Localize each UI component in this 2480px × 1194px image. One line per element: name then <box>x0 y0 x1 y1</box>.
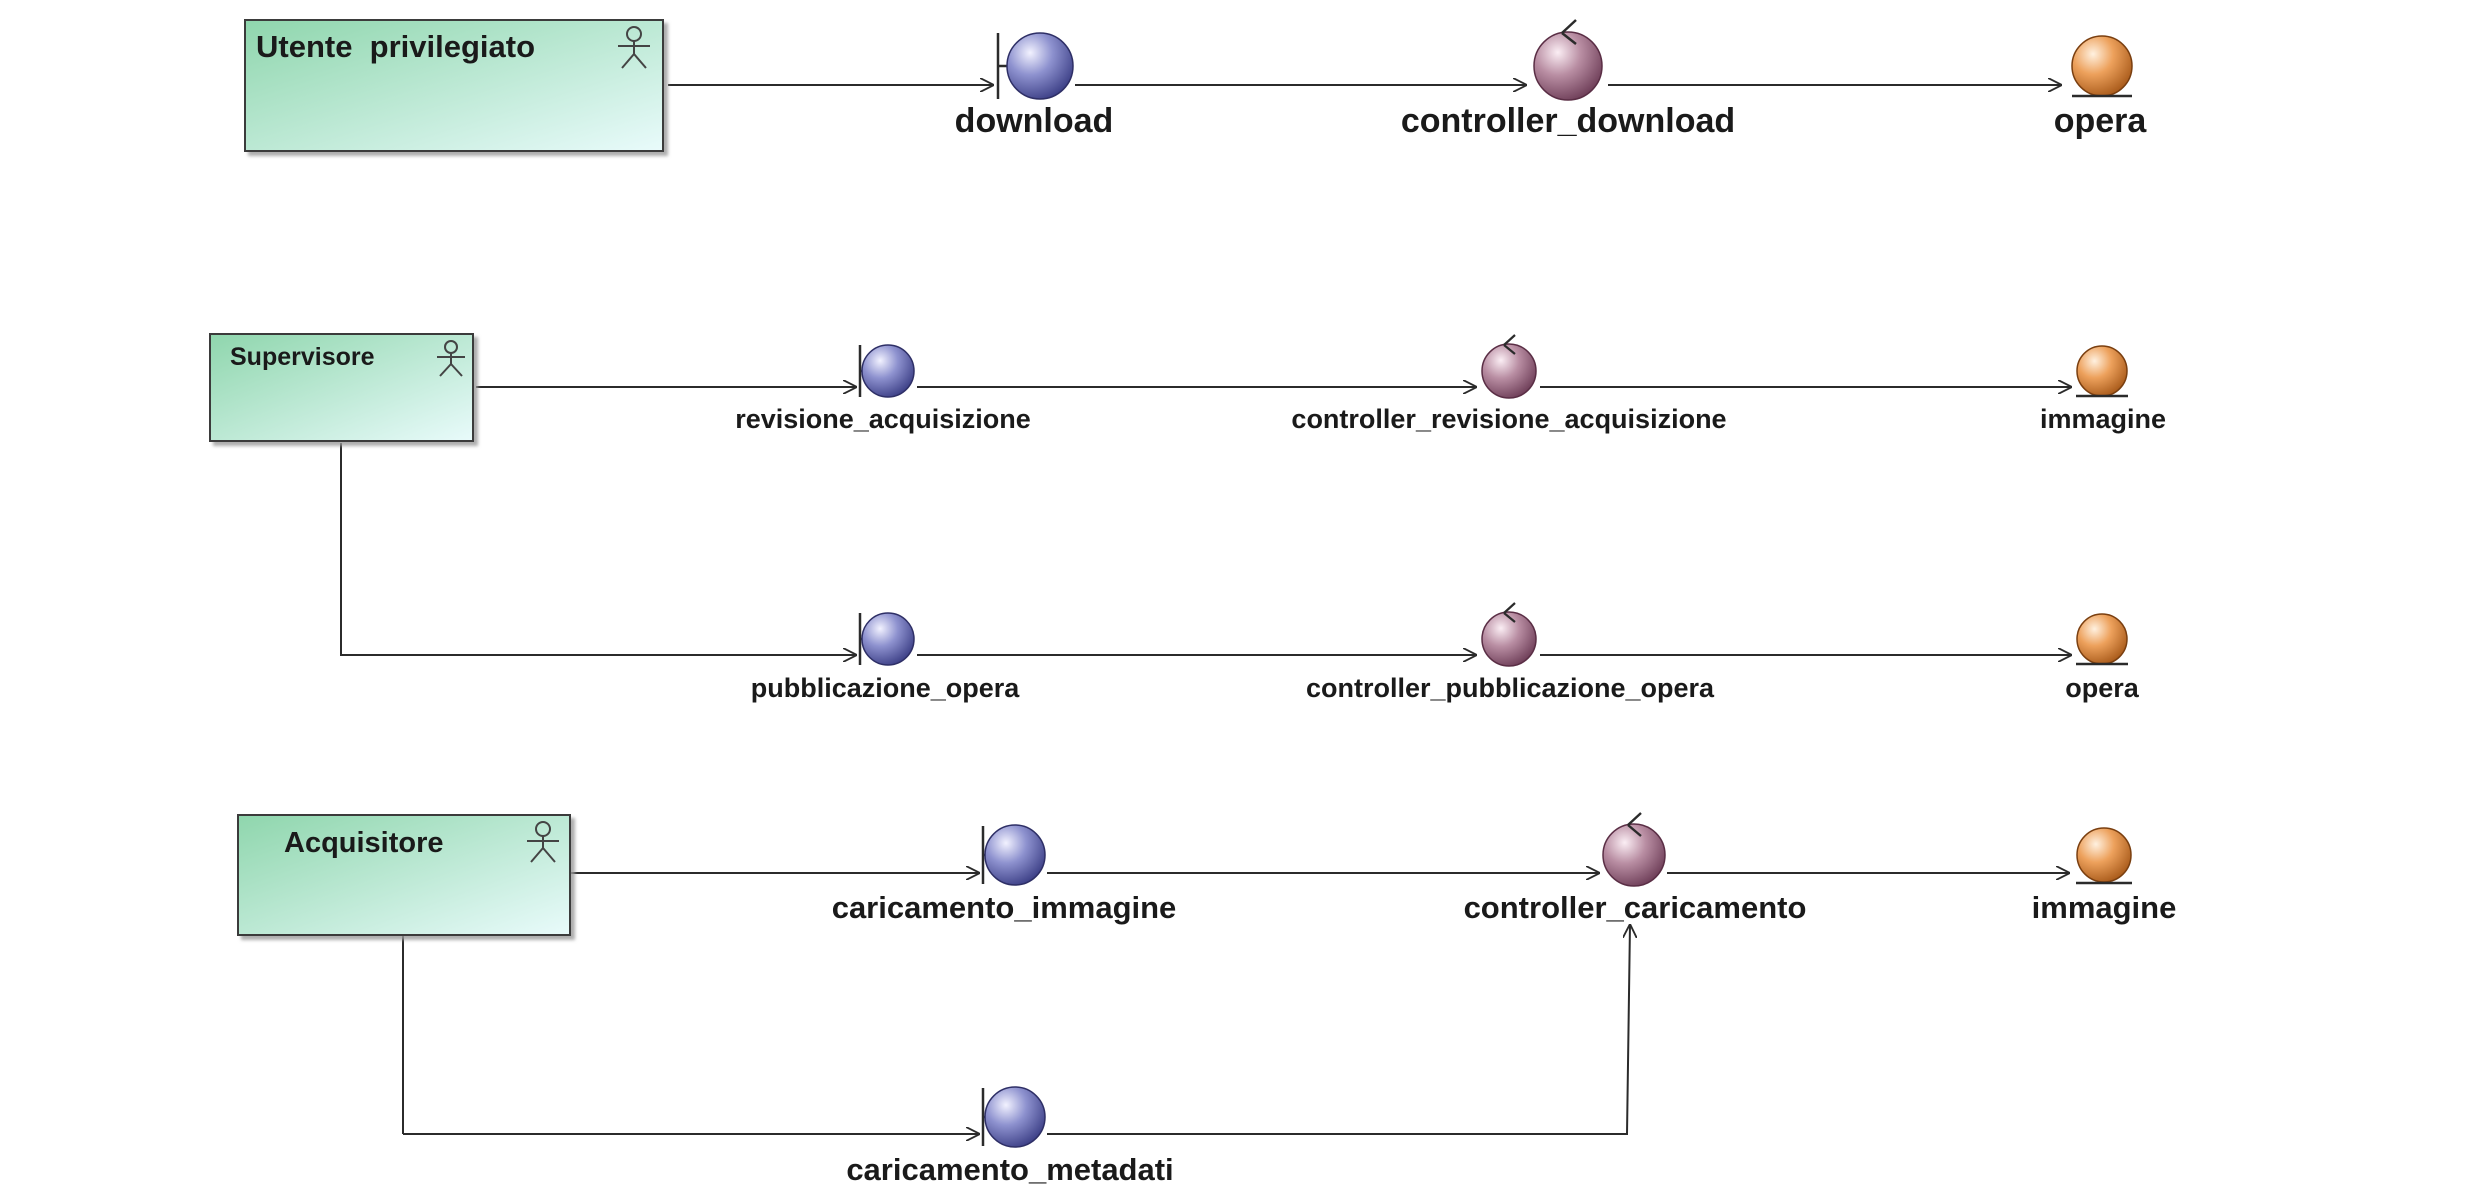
boundary-label: revisione_acquisizione <box>735 404 1031 434</box>
stick-figure-icon <box>527 821 559 863</box>
actor-label: Utente privilegiato <box>256 29 535 64</box>
control-icon <box>1533 19 1603 101</box>
entity-opera-2[interactable]: opera <box>2065 613 2140 703</box>
boundary-label: pubblicazione_opera <box>751 673 1021 703</box>
actor-supervisore[interactable]: Supervisore <box>209 333 474 442</box>
connector-caricamento-metadati-controller-caricamento[interactable] <box>1047 924 1630 1135</box>
entity-opera-1[interactable]: opera <box>2054 35 2148 140</box>
actor-utente-privilegiato[interactable]: Utente privilegiato <box>244 19 664 152</box>
control-label: controller_revisione_acquisizione <box>1291 404 1726 434</box>
connections <box>340 85 2072 1135</box>
entity-icon <box>2076 613 2128 666</box>
boundary-icon <box>858 612 915 666</box>
stick-figure-icon <box>437 340 465 377</box>
actor-box[interactable] <box>244 19 664 152</box>
control-controller-download[interactable]: controller_download <box>1401 19 1735 140</box>
control-label: controller_pubblicazione_opera <box>1306 673 1715 703</box>
control-icon <box>1481 602 1537 667</box>
entity-icon <box>2071 35 2133 98</box>
boundary-icon <box>996 32 1074 100</box>
boundary-download[interactable]: download <box>955 32 1114 140</box>
control-icon <box>1602 812 1666 887</box>
actor-acquisitore[interactable]: Acquisitore <box>237 814 571 936</box>
actor-box[interactable] <box>237 814 571 936</box>
entity-label: opera <box>2065 673 2140 703</box>
actor-label: Supervisore <box>230 343 375 371</box>
control-controller-pubblicazione-opera[interactable]: controller_pubblicazione_opera <box>1306 602 1715 703</box>
actor-box[interactable] <box>209 333 474 442</box>
boundary-icon <box>981 824 1046 886</box>
entity-label: opera <box>2054 102 2148 140</box>
actor-label: Acquisitore <box>284 827 444 859</box>
boundary-caricamento-immagine[interactable]: caricamento_immagine <box>832 824 1177 925</box>
boundary-label: caricamento_metadati <box>846 1152 1173 1187</box>
boundary-caricamento-metadati[interactable]: caricamento_metadati <box>846 1086 1174 1187</box>
boundary-revisione-acquisizione[interactable]: revisione_acquisizione <box>735 344 1031 434</box>
stick-figure-icon <box>618 26 650 69</box>
entity-icon <box>2076 345 2128 398</box>
control-controller-revisione-acquisizione[interactable]: controller_revisione_acquisizione <box>1291 334 1727 434</box>
boundary-icon <box>981 1086 1046 1148</box>
entity-label: immagine <box>2040 404 2166 434</box>
entity-icon <box>2076 827 2132 885</box>
boundary-pubblicazione-opera[interactable]: pubblicazione_opera <box>751 612 1021 703</box>
boundary-label: caricamento_immagine <box>832 890 1177 925</box>
control-controller-caricamento[interactable]: controller_caricamento <box>1464 812 1807 925</box>
boundary-icon <box>858 344 915 398</box>
entity-immagine-2[interactable]: immagine <box>2032 827 2177 925</box>
connector-supervisore-pubblicazione[interactable] <box>340 443 857 655</box>
entity-label: immagine <box>2032 890 2177 925</box>
control-label: controller_caricamento <box>1464 890 1807 925</box>
control-icon <box>1481 334 1537 399</box>
entity-immagine-1[interactable]: immagine <box>2040 345 2166 434</box>
boundary-label: download <box>955 102 1114 140</box>
control-label: controller_download <box>1401 102 1735 140</box>
